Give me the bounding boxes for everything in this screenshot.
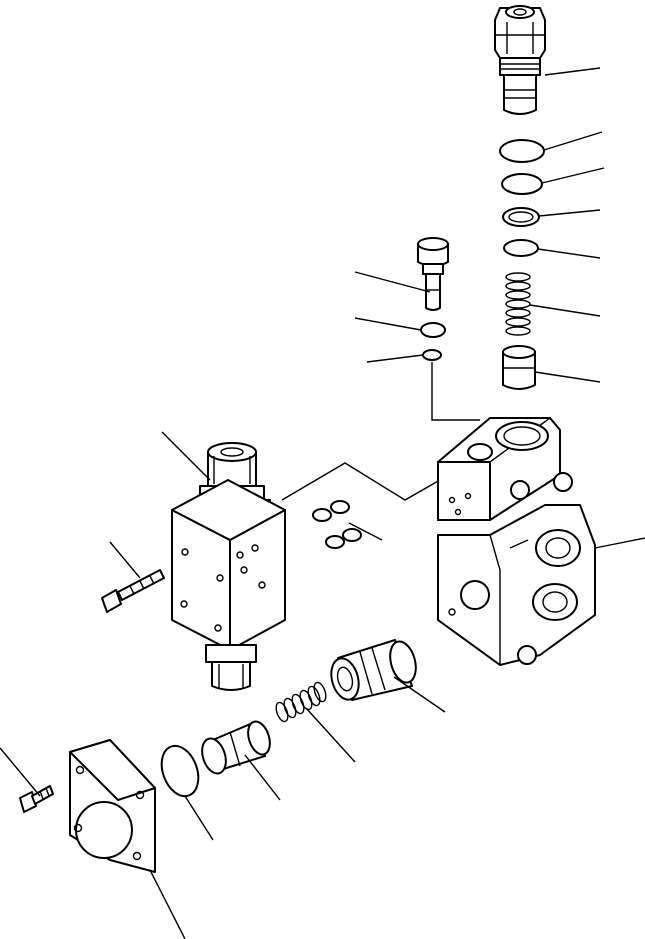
assembly-line-block <box>281 462 441 501</box>
relief-valve-cartridge <box>494 5 546 115</box>
cover-o-ring <box>160 744 200 798</box>
spring-relief <box>505 272 531 336</box>
piston <box>201 720 271 775</box>
spool-sleeve <box>330 639 417 701</box>
o-ring-small <box>503 239 539 257</box>
cover-bolt <box>19 785 54 813</box>
poppet <box>502 345 536 390</box>
assembly-line-plug <box>431 362 480 421</box>
small-o-ring <box>422 349 442 361</box>
o-ring-large <box>499 139 545 163</box>
o-ring-medium <box>501 173 543 195</box>
plug-o-ring <box>420 322 446 338</box>
spring-spool <box>275 681 327 723</box>
end-cover <box>69 739 156 873</box>
plug-bolt <box>417 237 449 311</box>
backup-ring <box>502 207 540 227</box>
solenoid-valve-block <box>171 442 286 691</box>
mounting-bolt <box>101 569 165 613</box>
leader-lines <box>0 67 645 939</box>
o-ring-pair <box>312 500 362 549</box>
valve-body <box>437 417 596 666</box>
